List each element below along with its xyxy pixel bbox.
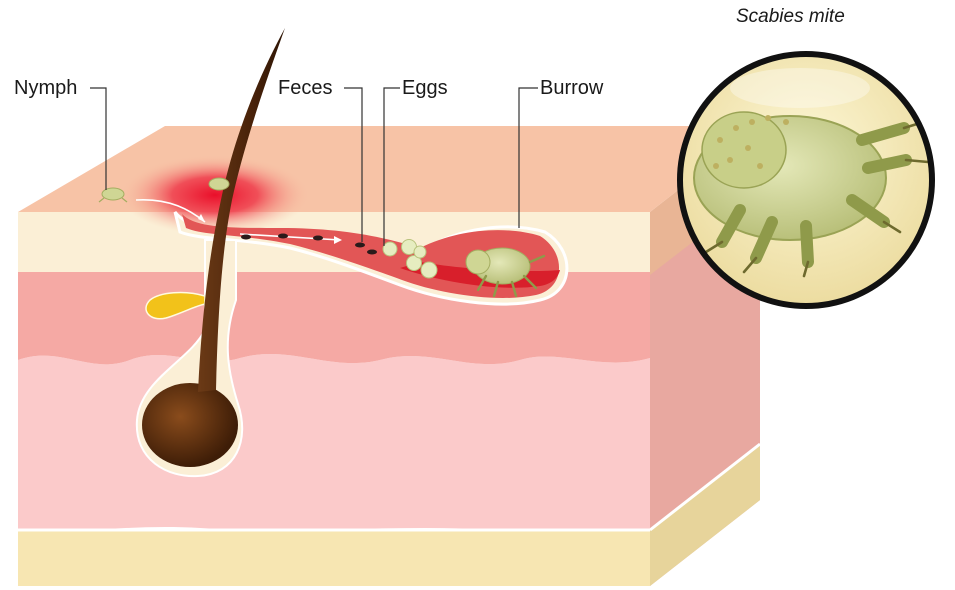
label-burrow-text: Burrow [540,77,604,99]
label-eggs-text: Eggs [402,77,448,99]
dermis-lower [18,354,650,531]
skin-block [18,126,760,586]
label-nymph-text: Nymph [14,77,77,99]
subcutis-layer [18,530,650,586]
inset-magnifier: Scabies mite [680,6,932,306]
hair-bulb [142,383,238,467]
surface-mite-icon [209,178,229,190]
label-feces-text: Feces [278,77,332,99]
inset-title: Scabies mite [736,6,845,27]
inflammation-spot [120,155,310,235]
